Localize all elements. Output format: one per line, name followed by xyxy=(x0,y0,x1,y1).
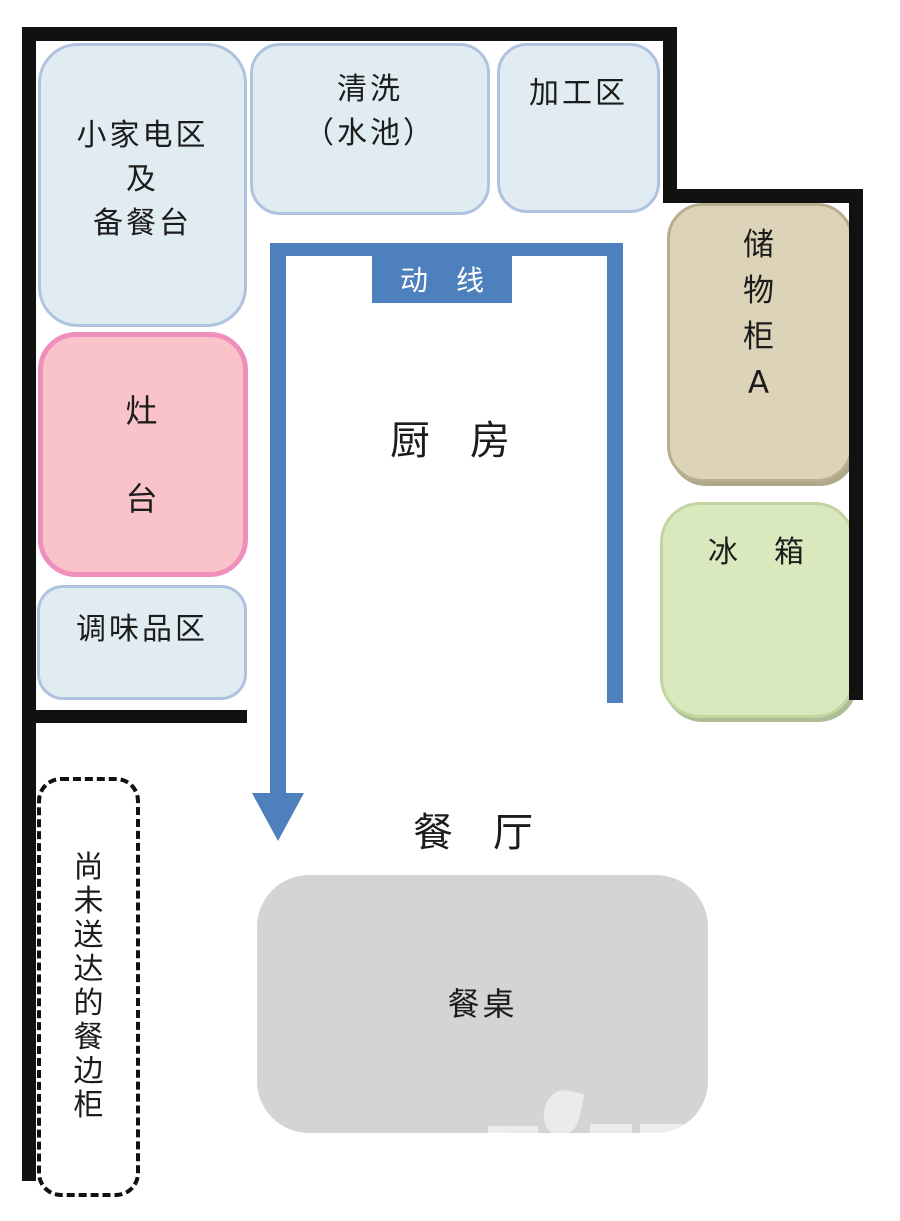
zone-storage-cabinet-a: 储 物 柜 A xyxy=(667,203,853,482)
flow-path-right-bar xyxy=(607,243,623,703)
kitchen-room-label: 厨 房 xyxy=(390,418,510,464)
zone-processing: 加工区 xyxy=(497,43,660,213)
wall-step xyxy=(663,189,863,203)
dining-room-label: 餐 厅 xyxy=(413,810,533,856)
wall-top xyxy=(22,27,677,41)
flow-arrow-down-icon xyxy=(252,793,304,841)
zone-stove: 灶 台 xyxy=(38,332,248,577)
wall-left xyxy=(22,27,36,1181)
wall-right xyxy=(849,189,863,700)
zone-washing-sink: 清洗 （水池） xyxy=(250,43,490,215)
zone-pending-sideboard: 尚 未 送 达 的 餐 边 柜 xyxy=(37,777,140,1197)
wall-kitchen-bottom xyxy=(22,710,247,723)
wall-right-upper xyxy=(663,27,677,203)
zone-fridge: 冰 箱 xyxy=(660,502,855,718)
flow-path-label: 动 线 xyxy=(372,255,512,303)
zone-dining-table: 餐桌 xyxy=(257,875,708,1133)
zone-seasoning: 调味品区 xyxy=(37,585,247,700)
flow-path-left-bar xyxy=(270,243,286,794)
flow-path-top-bar xyxy=(270,243,622,256)
zone-small-appliance-prep: 小家电区 及 备餐台 xyxy=(38,43,247,327)
